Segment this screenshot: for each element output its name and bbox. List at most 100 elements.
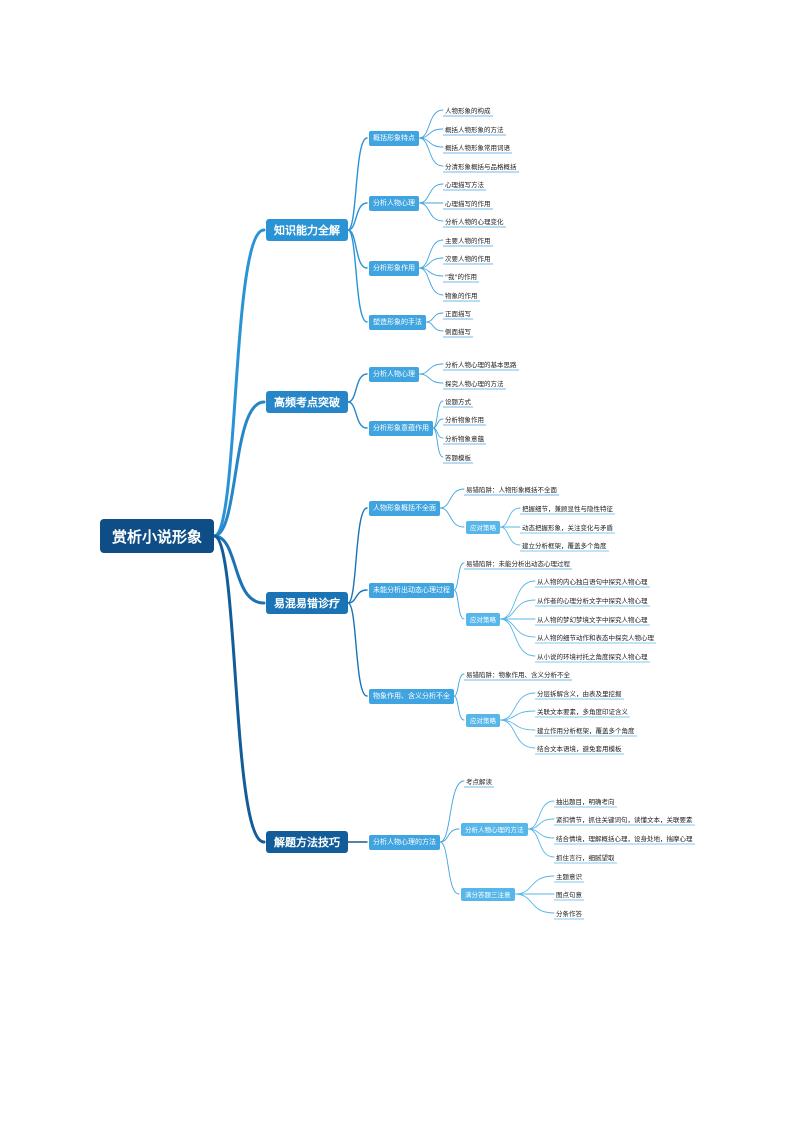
leaf-node: 易错陷阱：人物形象概括不全面: [466, 483, 557, 495]
node-label: 主要人物的作用: [445, 237, 491, 245]
node-label: 紧扣情节，抓住关键词句，读懂文本，关联要素: [556, 816, 693, 824]
leaf-node: 图点句意: [556, 888, 582, 900]
node-label: 结合文本语境，避免套用模板: [537, 745, 622, 753]
connector: [418, 109, 444, 139]
topic-node: 概括形象特点: [369, 130, 419, 146]
connector: [439, 780, 465, 843]
connector: [347, 202, 368, 231]
node-label: 正面描写: [445, 310, 471, 318]
leaf-node: 主题意识: [556, 870, 582, 882]
leaf-node: 抓住言行，细腻望取: [556, 851, 615, 863]
leaf-node: 物象的作用: [445, 289, 478, 301]
topic-node: 分析形象意蕴作用: [369, 420, 433, 436]
node-label: 易错陷阱：物象作用、含义分析不全: [466, 671, 570, 679]
leaf-node: 主要人物的作用: [445, 234, 491, 246]
leaf-node: 从人物的内心独白语句中探究人物心理: [537, 575, 648, 587]
node-label: 抽出题目，明确考向: [556, 798, 615, 806]
leaf-node: 分层拆解含义，由表及里挖掘: [537, 687, 622, 699]
leaf-node: 紧扣情节，抓住关键词句，读懂文本，关联要素: [556, 813, 693, 825]
node-label: 人物形象概括不全面: [373, 504, 436, 512]
leaf-node: 抽出题目，明确考向: [556, 795, 615, 807]
node-label: 心理描写方法: [445, 181, 484, 189]
node-label: 分析人物心理: [373, 370, 415, 378]
node-label: 满分答题三注意: [465, 891, 511, 899]
connector: [212, 400, 266, 538]
connector: [499, 507, 521, 528]
topic-node: 易混易错诊疗: [266, 592, 348, 614]
node-label: 从人物的细节动作和表态中探究人物心理: [537, 634, 654, 642]
leaf-node: 分条作答: [556, 907, 582, 919]
topic-node: 应对策略: [466, 612, 500, 626]
root-node: 赏析小说形象: [100, 519, 215, 553]
topic-node: 满分答题三注意: [461, 887, 515, 901]
node-label: 分析形象意蕴作用: [373, 424, 429, 432]
leaf-node: 侧面描写: [445, 325, 471, 337]
leaf-node: 建立分析框架，覆盖多个角度: [522, 539, 607, 551]
topic-node: 应对策略: [466, 520, 500, 534]
connector: [212, 534, 266, 605]
topic-node: 未能分析出动态心理过程: [369, 582, 454, 598]
leaf-node: 结合情境，理解概括心理，设身处地，揣摩心理: [556, 832, 693, 844]
node-label: 答题模板: [445, 454, 471, 462]
node-label: 知识能力全解: [274, 224, 340, 237]
leaf-node: 考点解读: [466, 775, 492, 787]
leaf-node: 探究人物心理的方法: [445, 377, 504, 389]
connector: [499, 710, 536, 721]
node-label: 结合情境，理解概括心理，设身处地，揣摩心理: [556, 835, 693, 843]
leaf-node: 从人物的梦幻梦境文字中探究人物心理: [537, 613, 648, 625]
connector: [432, 427, 444, 458]
node-label: 建立作用分析框架，覆盖多个角度: [537, 727, 635, 735]
leaf-node: 分析人物心理的基本思路: [445, 358, 517, 370]
connector: [418, 239, 444, 269]
connector: [347, 602, 368, 697]
node-label: 探究人物心理的方法: [445, 380, 504, 388]
node-label: 图点句意: [556, 891, 582, 899]
connector: [453, 695, 465, 721]
node-label: 解题方法技巧: [274, 836, 340, 849]
connector: [439, 841, 460, 895]
topic-node: 塑造形象的手法: [369, 314, 426, 330]
connector: [347, 137, 368, 231]
leaf-node: 动态把握形象，关注变化与矛盾: [522, 521, 613, 533]
connector: [453, 673, 465, 697]
node-label: 把握细节，兼顾显性与隐性特征: [522, 505, 613, 513]
node-label: 分析人物心理的方法: [465, 826, 524, 834]
node-label: 抓住言行，细腻望取: [556, 854, 615, 862]
connector: [527, 800, 555, 830]
leaf-node: 概括人物形象常用词语: [445, 141, 510, 153]
connector: [499, 618, 536, 638]
connector: [514, 875, 555, 895]
connector: [514, 893, 555, 914]
leaf-node: 关联文本要素，多角度印证含义: [537, 705, 628, 717]
node-label: 从人物的内心独白语句中探究人物心理: [537, 578, 648, 586]
node-label: 易错陷阱：人物形象概括不全面: [466, 486, 557, 494]
topic-node: 应对策略: [466, 713, 500, 727]
connector: [418, 363, 444, 375]
leaf-node: 分析物象作用: [445, 413, 484, 425]
connector: [418, 202, 444, 222]
node-label: 动态把握形象，关注变化与矛盾: [522, 524, 613, 532]
node-label: 高频考点突破: [274, 396, 340, 409]
leaf-node: 正面描写: [445, 307, 471, 319]
node-label: 概括人物形象的方法: [445, 126, 504, 134]
node-label: 易错陷阱：未能分析出动态心理过程: [466, 560, 570, 568]
connector: [453, 589, 465, 620]
node-label: 概括人物形象常用词语: [445, 144, 510, 152]
node-label: 建立分析框架，覆盖多个角度: [522, 542, 607, 550]
connector: [418, 267, 444, 296]
connector: [347, 229, 368, 323]
connector: [418, 183, 444, 204]
leaf-node: 把握细节，兼顾显性与隐性特征: [522, 502, 613, 514]
leaf-node: 人物形象的构成: [445, 104, 491, 116]
connector: [347, 373, 368, 403]
connector: [499, 526, 521, 546]
leaf-node: 分析人物的心理变化: [445, 215, 504, 227]
topic-node: 分析人物心理: [369, 366, 419, 382]
leaf-node: 从小说的环境衬托之角度探究人物心理: [537, 650, 648, 662]
connector: [418, 257, 444, 269]
node-label: 从小说的环境衬托之角度探究人物心理: [537, 653, 648, 661]
node-label: 分析人物心理的基本思路: [445, 361, 517, 369]
leaf-node: 心理描写方法: [445, 178, 484, 190]
leaf-node: 分析物象意蕴: [445, 432, 484, 444]
topic-node: 分析人物心理的方法: [369, 834, 440, 850]
